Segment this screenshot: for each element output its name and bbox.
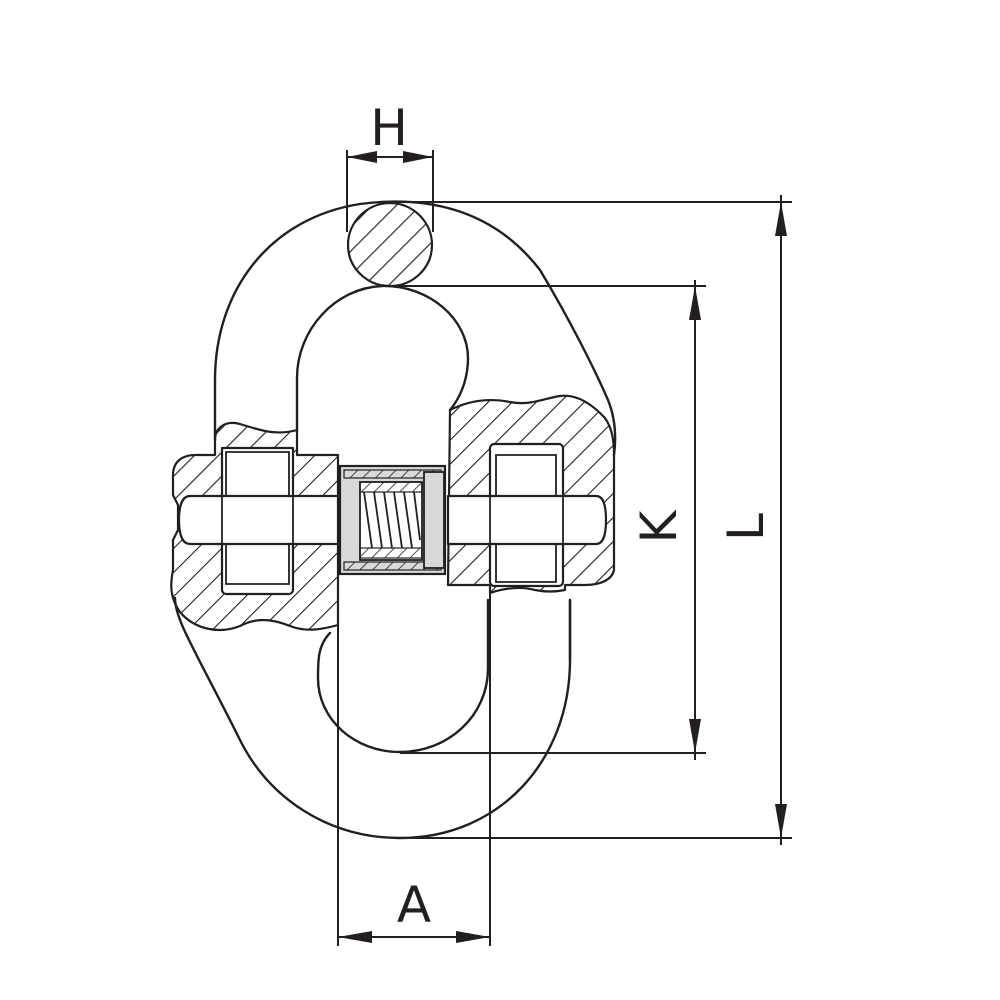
center-sleeve [338,464,447,576]
dimension-l: L [390,195,792,845]
dimension-a: A [337,593,491,946]
dimension-label-k: K [630,509,688,543]
bolt-pin [177,494,608,546]
top-section-circle [346,201,434,288]
dimension-label-a: A [397,876,431,934]
dimension-label-l: L [717,513,775,541]
right-section-block [446,394,616,595]
link-body-outline [173,200,617,840]
dimension-k: K [392,280,706,760]
dimension-h: H [346,99,434,232]
dimension-label-h: H [370,99,408,157]
